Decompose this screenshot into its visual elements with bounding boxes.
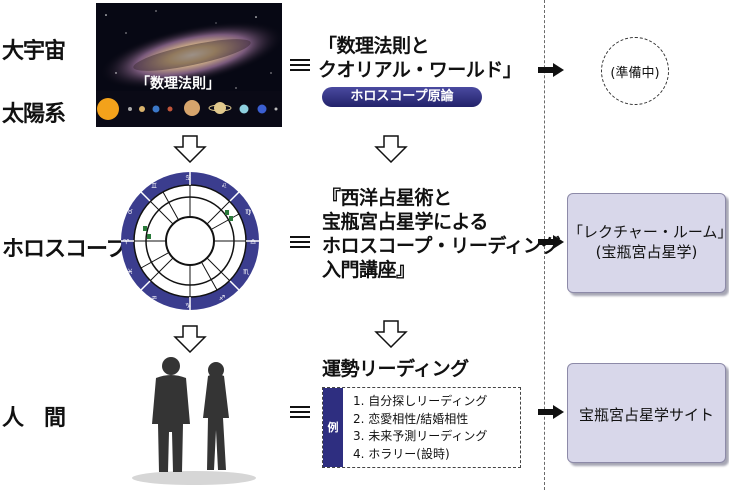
right-arrow-icon (538, 235, 564, 249)
right-arrow-icon (538, 63, 564, 77)
right-arrow-icon (538, 405, 564, 419)
down-arrow-icon (173, 135, 207, 163)
svg-text:♌: ♌ (221, 182, 227, 190)
lecture-room-box[interactable]: 「レクチャー・ルーム」 (宝瓶宮占星学) (567, 193, 729, 293)
down-arrow-icon (374, 320, 408, 348)
label-solar-system: 太陽系 (2, 101, 66, 127)
title-fortune-reading: 運勢リーディング (322, 358, 469, 380)
svg-text:♊: ♊ (151, 182, 157, 190)
svg-text:♍: ♍ (245, 208, 252, 216)
svg-text:♓: ♓ (127, 268, 133, 276)
list-item: 1. 自分探しリーディング (353, 394, 488, 408)
horoscope-wheel-icon: ♋ ♌ ♍ ♎ ♏ ♐ ♑ ♒ ♓ ♈ ♉ ♊ (121, 172, 259, 310)
svg-text:♐: ♐ (219, 294, 225, 302)
label-human: 人 間 (2, 405, 66, 431)
svg-text:♎: ♎ (250, 238, 256, 246)
equals-icon (290, 406, 310, 419)
preparing-circle: (準備中) (601, 37, 669, 105)
svg-text:♉: ♉ (127, 208, 133, 216)
label-horoscope: ホロスコープ (2, 236, 128, 262)
svg-text:♋: ♋ (185, 174, 191, 182)
site-link-label: 宝瓶宮占星学サイト (578, 406, 714, 424)
lecture-room-title: 「レクチャー・ルーム」 (568, 223, 729, 241)
svg-text:♏: ♏ (243, 268, 250, 276)
list-item: 3. 未来予測リーディング (353, 429, 488, 443)
galaxy-solar-system-image: 「数理法則」 (96, 3, 282, 127)
list-item: 2. 恋愛相性/結婚相性 (353, 411, 469, 426)
label-macrocosm: 大宇宙 (2, 38, 66, 64)
title-reading-course: 『西洋占星術と 宝瓶宮占星学による ホロスコープ・リーディング 入門講座』 (322, 187, 561, 281)
svg-text:♈: ♈ (123, 238, 130, 246)
equals-icon (290, 236, 310, 249)
lecture-room-subtitle: (宝瓶宮占星学) (595, 243, 698, 261)
human-silhouettes-icon (132, 357, 256, 485)
galaxy-caption: 「数理法則」 (136, 76, 220, 92)
down-arrow-icon (374, 135, 408, 163)
example-list: 例 1. 自分探しリーディング 2. 恋愛相性/結婚相性 3. 未来予測リーディ… (322, 387, 521, 468)
equals-icon (290, 59, 310, 72)
site-link-box[interactable]: 宝瓶宮占星学サイト (567, 363, 726, 463)
tag-horoscope-genron: ホロスコープ原論 (322, 87, 482, 107)
svg-text:♒: ♒ (151, 294, 157, 302)
example-tag: 例 (323, 388, 343, 467)
preparing-label: (準備中) (610, 66, 660, 81)
title-suuri-housoku: 「数理法則と クオリアル・ワールド」 (318, 35, 522, 81)
down-arrow-icon (173, 325, 207, 353)
list-item: 4. ホラリー(設時) (353, 446, 450, 461)
svg-text:♑: ♑ (185, 302, 191, 310)
